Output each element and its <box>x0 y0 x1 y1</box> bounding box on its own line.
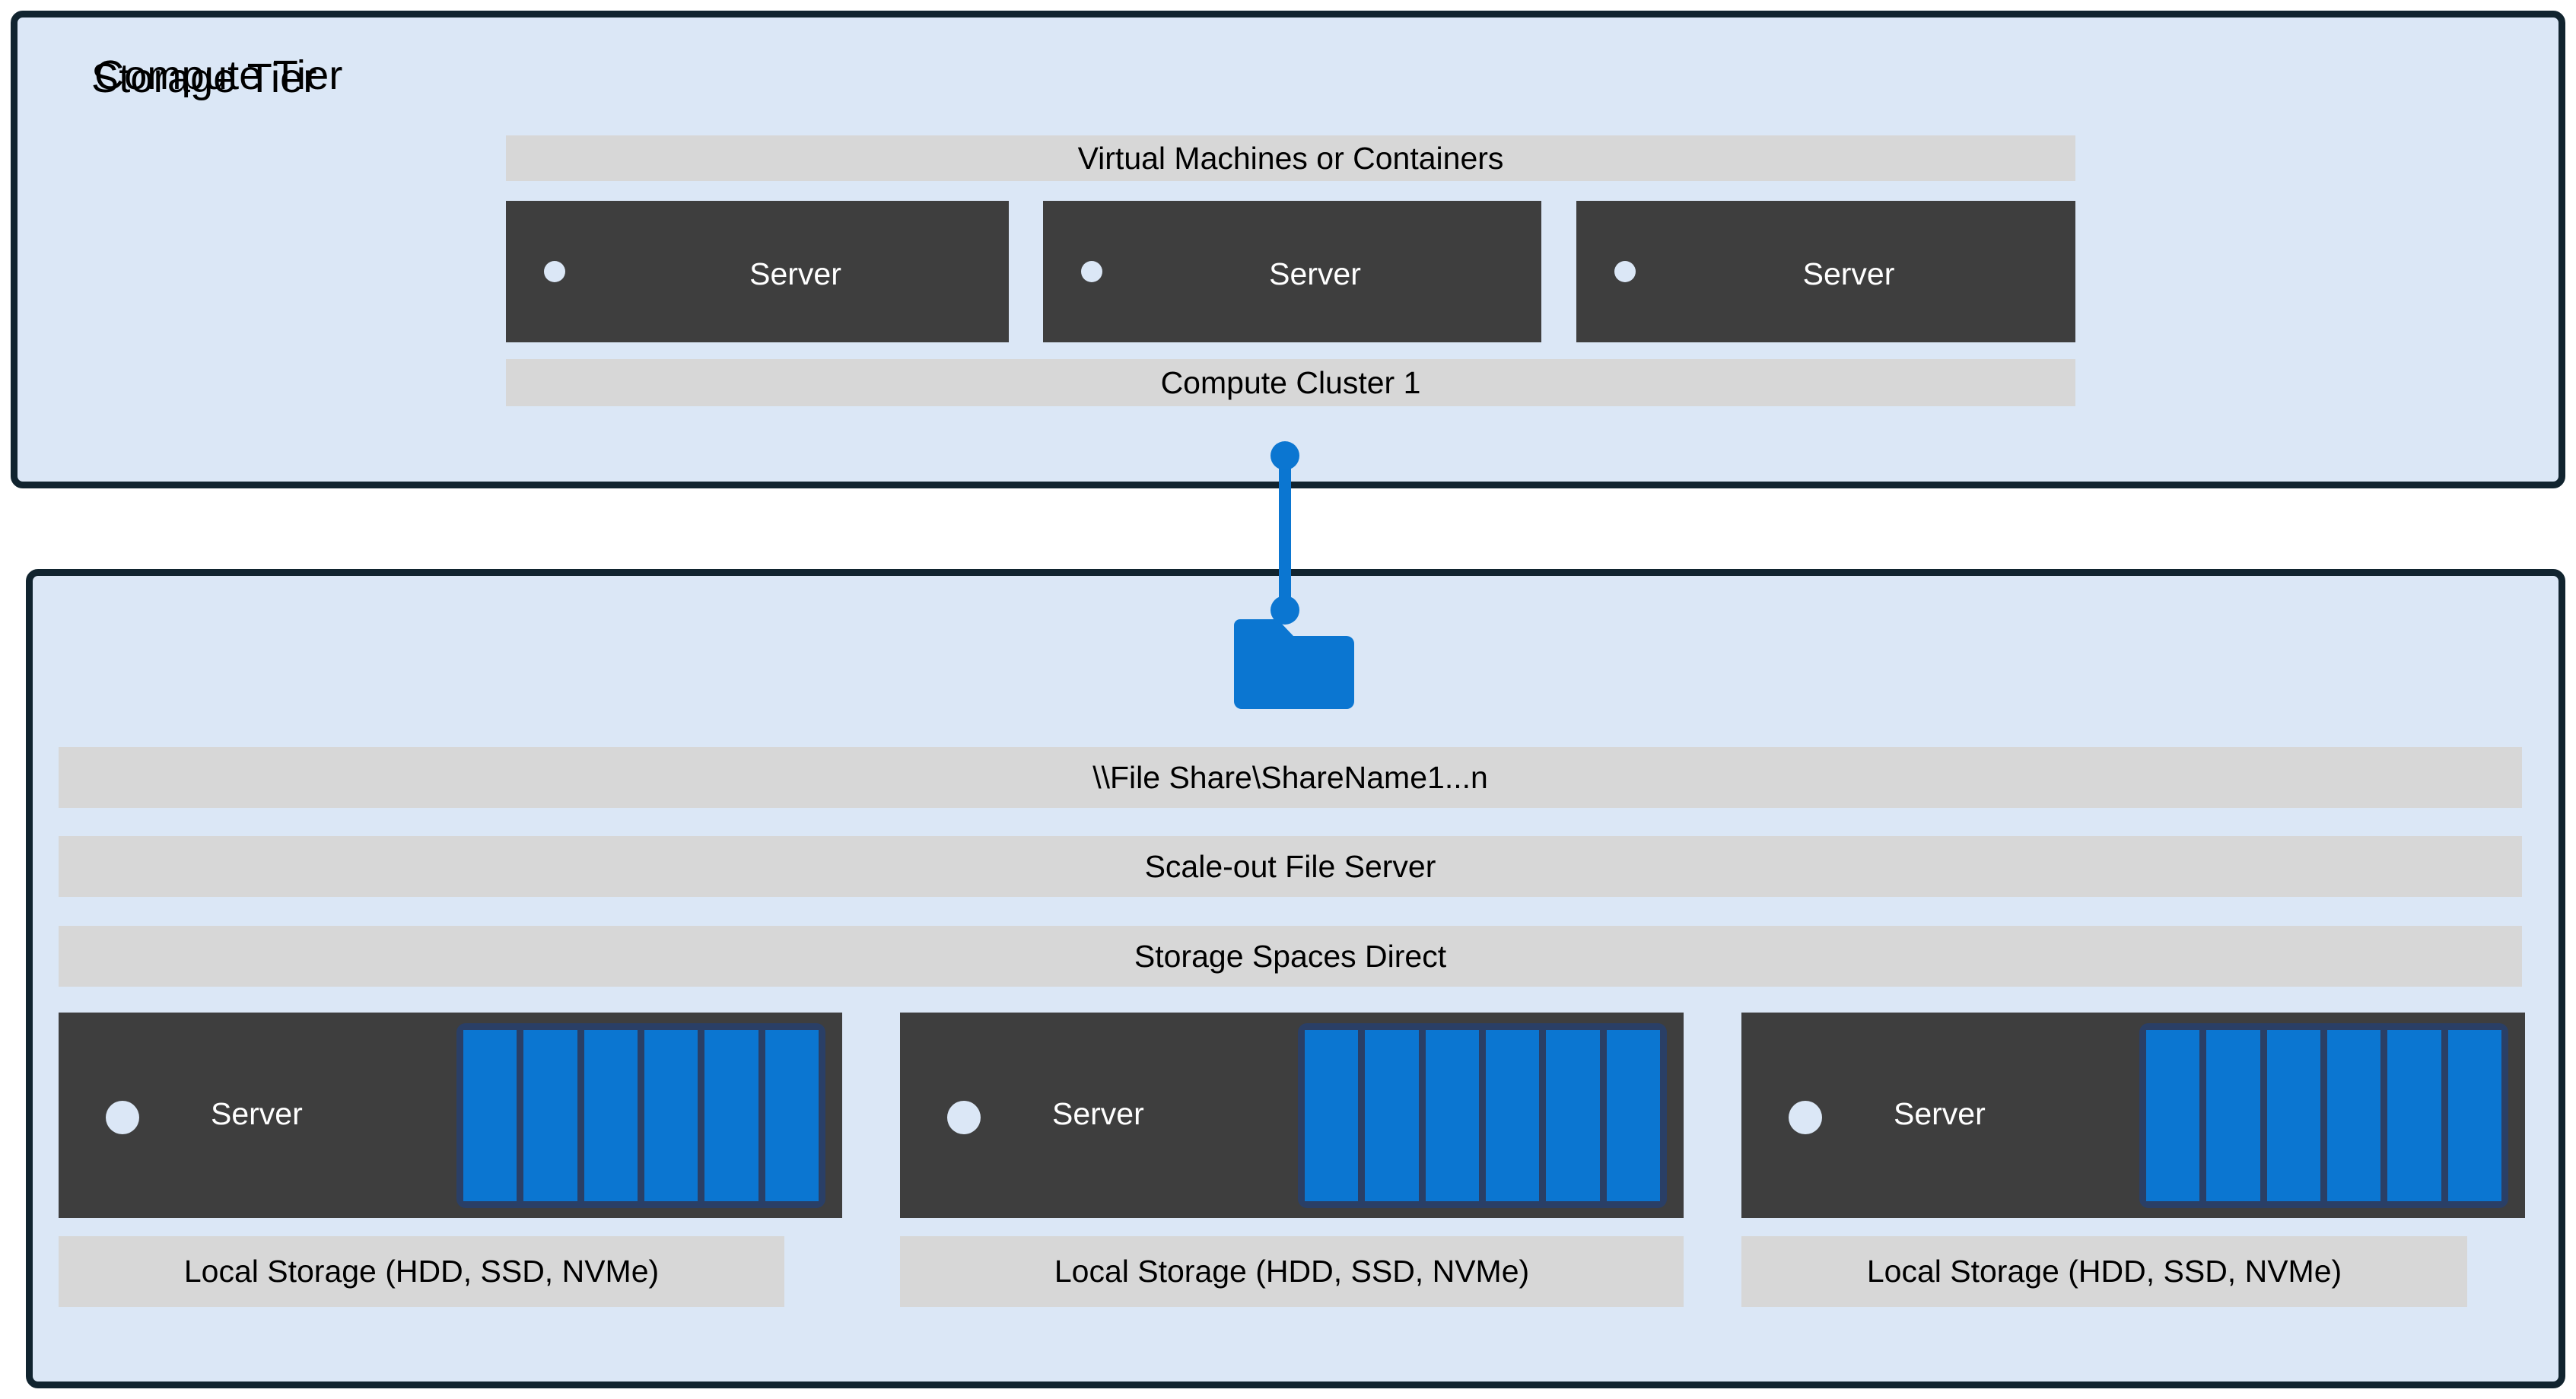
disk-icon <box>2206 1030 2260 1201</box>
disk-icon <box>1546 1030 1600 1201</box>
virtual-machines-band: Virtual Machines or Containers <box>506 135 2075 181</box>
compute-server-3[interactable]: Server <box>1576 201 2075 342</box>
storage-spaces-direct-band-label: Storage Spaces Direct <box>1134 938 1447 974</box>
storage-server-2-label: Server <box>1052 1096 1144 1131</box>
compute-server-3-label: Server <box>1802 256 1895 291</box>
file-share-band: \\File Share\ShareName1...n <box>59 747 2522 808</box>
disk-icon <box>1365 1030 1419 1201</box>
storage-tier-title: Storage Tier <box>91 56 317 101</box>
connection-dot-icon <box>1271 596 1299 625</box>
disk-icon <box>1485 1030 1540 1201</box>
disk-icon <box>1425 1030 1479 1201</box>
folder-icon <box>1234 619 1354 709</box>
disk-icon <box>1305 1030 1359 1201</box>
status-led-icon <box>1789 1101 1822 1134</box>
status-led-icon <box>947 1101 981 1134</box>
compute-tier-title: Compute Tier <box>94 52 343 98</box>
storage-server-3[interactable]: Server <box>1741 1013 2525 1218</box>
compute-server-2[interactable]: Server <box>1043 201 1541 342</box>
local-storage-band-1: Local Storage (HDD, SSD, NVMe) <box>59 1236 784 1307</box>
status-led-icon <box>106 1101 139 1134</box>
local-storage-band-2: Local Storage (HDD, SSD, NVMe) <box>900 1236 1684 1307</box>
disk-array-icon <box>2139 1023 2508 1208</box>
disk-icon <box>584 1030 638 1201</box>
local-storage-band-2-label: Local Storage (HDD, SSD, NVMe) <box>1054 1254 1530 1289</box>
file-share-band-label: \\File Share\ShareName1...n <box>1092 759 1488 795</box>
compute-server-2-label: Server <box>1269 256 1361 291</box>
disk-icon <box>523 1030 577 1201</box>
storage-server-3-label: Server <box>1894 1096 1986 1131</box>
disk-icon <box>2447 1030 2501 1201</box>
status-led-icon <box>1614 261 1636 282</box>
disk-icon <box>2146 1030 2200 1201</box>
compute-server-1[interactable]: Server <box>506 201 1009 342</box>
disk-array-icon <box>456 1023 825 1208</box>
storage-server-1[interactable]: Server <box>59 1013 842 1218</box>
disk-icon <box>644 1030 698 1201</box>
compute-cluster-band-label: Compute Cluster 1 <box>1160 364 1421 400</box>
status-led-icon <box>1081 261 1102 282</box>
scale-out-file-server-band-label: Scale-out File Server <box>1144 848 1436 884</box>
disk-icon <box>463 1030 517 1201</box>
storage-server-1-label: Server <box>211 1096 303 1131</box>
storage-spaces-direct-band: Storage Spaces Direct <box>59 926 2522 987</box>
compute-server-1-label: Server <box>749 256 841 291</box>
local-storage-band-1-label: Local Storage (HDD, SSD, NVMe) <box>183 1254 660 1289</box>
local-storage-band-3-label: Local Storage (HDD, SSD, NVMe) <box>1866 1254 2342 1289</box>
disk-icon <box>2266 1030 2320 1201</box>
status-led-icon <box>544 261 565 282</box>
disk-icon <box>1606 1030 1660 1201</box>
compute-cluster-band: Compute Cluster 1 <box>506 359 2075 406</box>
disk-icon <box>704 1030 758 1201</box>
local-storage-band-3: Local Storage (HDD, SSD, NVMe) <box>1741 1236 2467 1307</box>
connection-dot-icon <box>1271 441 1299 470</box>
tier-connector-line <box>1279 443 1291 618</box>
storage-server-2[interactable]: Server <box>900 1013 1684 1218</box>
disk-icon <box>765 1030 819 1201</box>
disk-array-icon <box>1298 1023 1667 1208</box>
disk-icon <box>2326 1030 2381 1201</box>
disk-icon <box>2387 1030 2441 1201</box>
virtual-machines-band-label: Virtual Machines or Containers <box>1077 140 1504 176</box>
scale-out-file-server-band: Scale-out File Server <box>59 836 2522 897</box>
